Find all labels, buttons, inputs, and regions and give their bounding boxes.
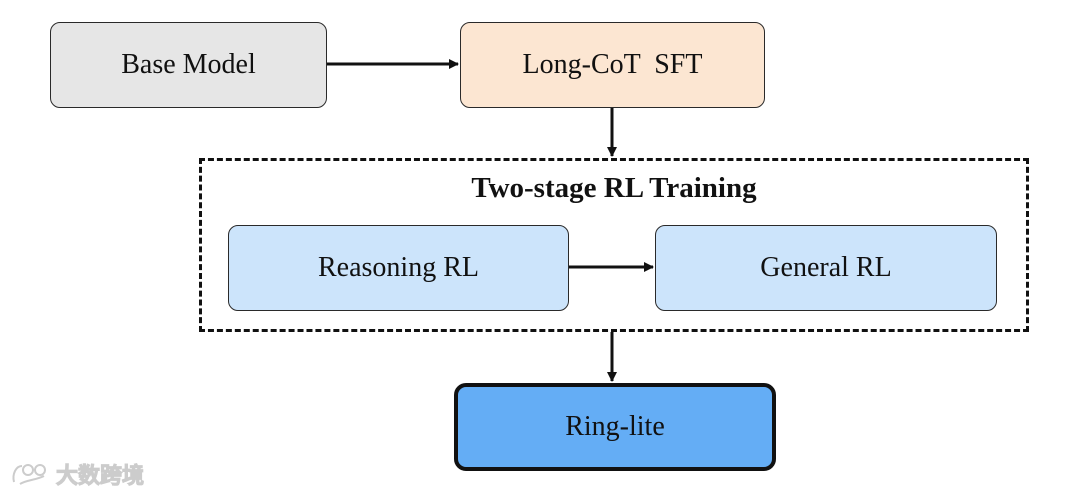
node-reasoning-rl: Reasoning RL <box>228 225 569 311</box>
node-reasoning-rl-label: Reasoning RL <box>318 252 479 283</box>
watermark-text: 大数跨境 <box>55 464 145 490</box>
node-base-model-label: Base Model <box>121 49 256 80</box>
node-ring-lite: Ring-lite <box>454 383 776 471</box>
node-general-rl-label: General RL <box>760 252 892 283</box>
node-general-rl: General RL <box>655 225 997 311</box>
group-title: Two-stage RL Training <box>471 172 757 204</box>
node-long-cot-sft-label: Long-CoT SFT <box>522 49 703 80</box>
node-ring-lite-label: Ring-lite <box>565 411 665 442</box>
node-long-cot-sft: Long-CoT SFT <box>460 22 765 108</box>
watermark-logo-icon <box>12 464 46 485</box>
watermark: 大数跨境 <box>10 458 145 490</box>
two-stage-rl-training-group <box>199 158 1029 332</box>
node-base-model: Base Model <box>50 22 327 108</box>
